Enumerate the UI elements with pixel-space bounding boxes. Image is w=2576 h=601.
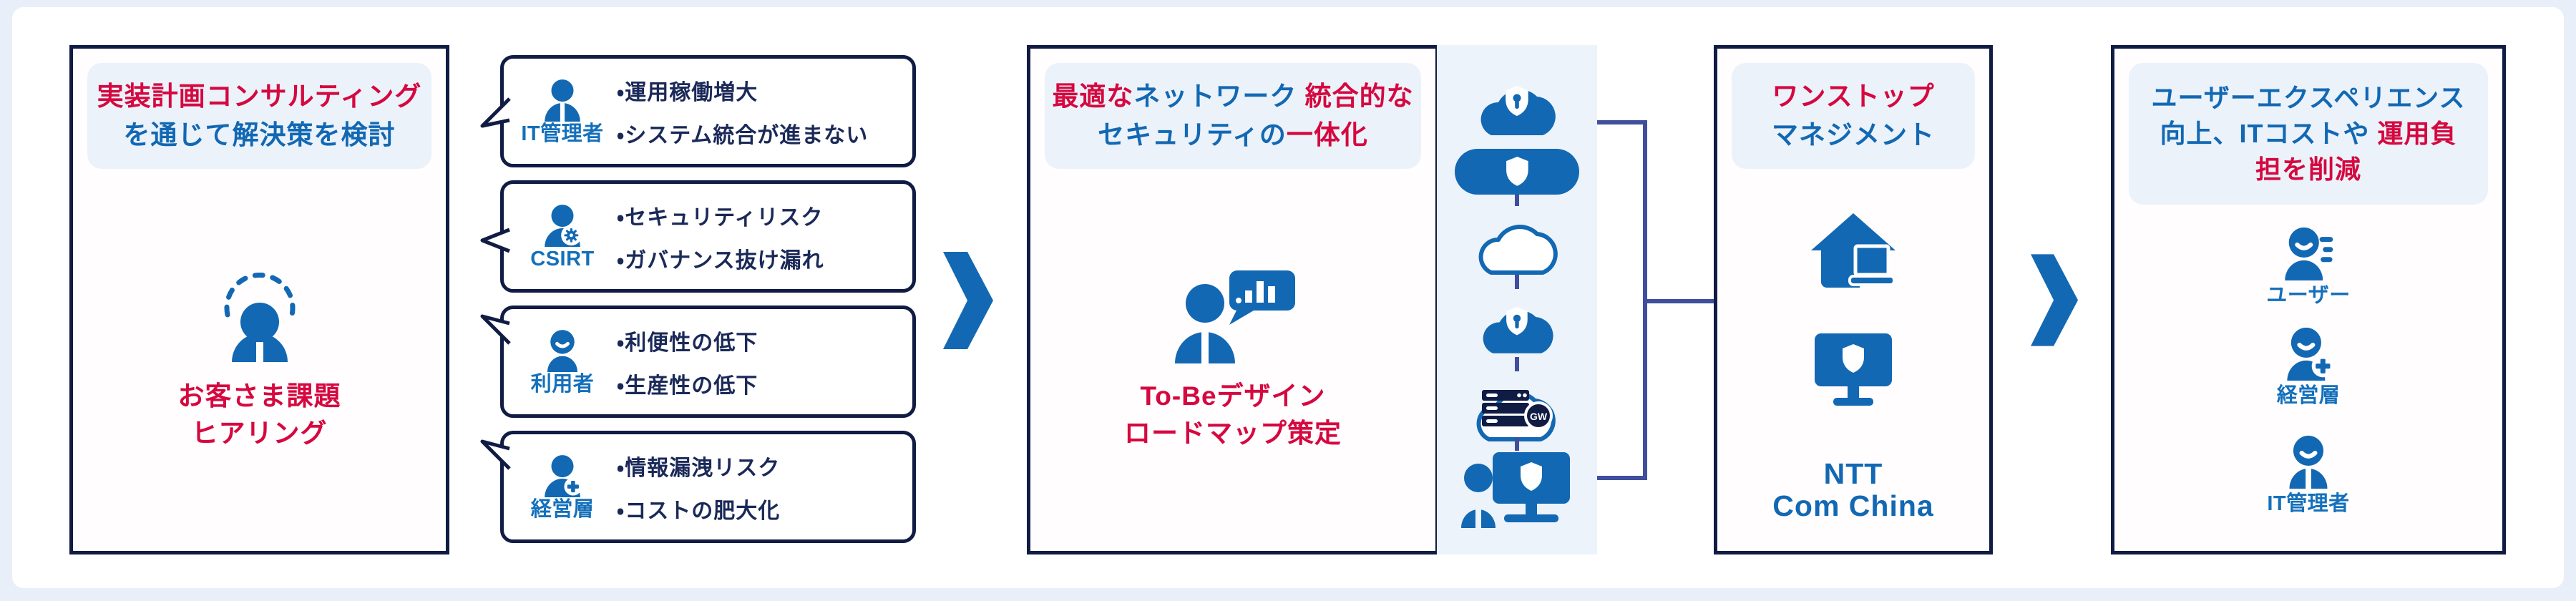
header-segment: 担を削減: [2255, 155, 2361, 184]
bubble-items: ・運用稼働増大 ・システム統合が進まない: [617, 74, 868, 149]
person-listening-icon: [224, 273, 295, 362]
person-list-icon: [2280, 225, 2333, 280]
header-line: マネジメント: [1772, 120, 1935, 150]
header-segment: 最適な: [1052, 82, 1134, 111]
bracket-connector-bottom: [1597, 476, 1647, 480]
bubble-items: ・情報漏洩リスク ・コストの肥大化: [617, 450, 780, 524]
bracket-connector-branch: [1643, 299, 1715, 303]
persona-user: ユーザー: [2114, 225, 2502, 307]
persona-label: IT管理者: [2267, 492, 2350, 515]
bubble-item: ・情報漏洩リスク: [617, 456, 781, 480]
person-gear-icon: [545, 205, 582, 247]
infrastructure-stack: GW: [1437, 45, 1597, 554]
bubble-item: ・ガバナンス抜け漏れ: [617, 248, 824, 273]
header-segment: 運用負: [2377, 119, 2457, 148]
bubble-items: ・セキュリティリスク ・ガバナンス抜け漏れ: [617, 200, 824, 274]
person-tie-icon: [2280, 433, 2336, 489]
panel-consulting: 実装計画コンサルティング を通じて解決策を検討 お客さま課題 ヒアリング: [69, 45, 449, 554]
stack-connector: [1515, 195, 1519, 206]
bubble-tail: [480, 228, 510, 253]
header-line: 実装計画コンサルティング: [97, 82, 422, 111]
panel-outcome: ユーザーエクスペリエンス 向上、ITコストや 運用負 担を削減 ユーザー 経営層: [2111, 45, 2506, 554]
person-plus-icon: [2280, 325, 2334, 381]
chevron-right-icon: [943, 252, 993, 349]
persona-management: 経営層: [2114, 325, 2502, 407]
bubble-items: ・利便性の低下 ・生産性の低下: [617, 325, 758, 399]
bubble-item: ・セキュリティリスク: [617, 205, 824, 230]
bubble-label: 経営層: [530, 498, 595, 521]
stack-connector: [1515, 357, 1519, 371]
header-line: を通じて解決策を検討: [123, 120, 396, 150]
header-segment: 統合的な: [1297, 82, 1414, 111]
header-line: ワンストップ: [1772, 82, 1935, 111]
bubble-item: ・コストの肥大化: [617, 499, 781, 523]
panel-outcome-header: ユーザーエクスペリエンス 向上、ITコストや 運用負 担を削減: [2129, 63, 2488, 205]
pill-shield-icon: [1455, 149, 1579, 195]
header-segment: 向上、ITコストや: [2160, 119, 2378, 148]
persona-label: ユーザー: [2266, 284, 2351, 307]
bubble-user: 利用者 ・利便性の低下 ・生産性の低下: [480, 306, 916, 418]
person-presenting-chart-icon: [1175, 270, 1295, 363]
monitor-shield-icon: [1815, 333, 1892, 406]
person-smile-icon: [540, 328, 585, 372]
panel-onestop: ワンストップ マネジメント NTT Com China: [1714, 45, 1993, 554]
panel-tobe: 最適なネットワーク 統合的な セキュリティの一体化 To-Beデザイン ロードマ…: [1027, 45, 1439, 554]
person-tie-icon: [545, 79, 580, 122]
header-segment: 一体化: [1286, 120, 1368, 150]
panel-tobe-header: 最適なネットワーク 統合的な セキュリティの一体化: [1045, 63, 1421, 169]
header-segment: ネットワーク: [1133, 82, 1297, 111]
house-laptop-icon: [1811, 213, 1896, 288]
header-segment: ユーザーエクスペリエンス: [2151, 83, 2466, 112]
bubble-item: ・生産性の低下: [617, 373, 758, 398]
panel-consulting-caption: お客さま課題 ヒアリング: [177, 381, 341, 448]
bubble-label: 利用者: [530, 373, 595, 396]
person-plus-icon: [545, 455, 582, 497]
bubble-item: ・システム統合が進まない: [617, 123, 869, 147]
cloud-gateway-icon: GW: [1463, 390, 1571, 445]
bubble-item: ・利便性の低下: [617, 331, 758, 355]
chevron-right-icon: [2031, 254, 2078, 346]
brand-logo: NTT Com China: [1772, 457, 1934, 522]
bubble-label: CSIRT: [530, 248, 595, 270]
bubble-label: IT管理者: [521, 122, 604, 145]
bracket-connector-top: [1597, 120, 1647, 124]
cloud-outline-icon: [1470, 204, 1564, 277]
bubble-item: ・運用稼働増大: [617, 80, 758, 104]
stack-connector: [1515, 437, 1519, 451]
bubble-tail: [480, 439, 511, 470]
panel-tobe-caption: To-Beデザイン ロードマップ策定: [1124, 381, 1342, 448]
bubble-tail: [480, 314, 511, 345]
cloud-shield-lock-icon: [1483, 307, 1553, 353]
header-segment: セキュリティの: [1098, 120, 1287, 150]
stack-connector: [1515, 275, 1519, 289]
person-monitor-shield-icon: [1461, 452, 1570, 528]
gateway-badge: GW: [1530, 411, 1548, 422]
bubble-tail: [480, 97, 511, 128]
bubble-management: 経営層 ・情報漏洩リスク ・コストの肥大化: [480, 431, 916, 543]
panel-consulting-header: 実装計画コンサルティング を通じて解決策を検討: [87, 63, 431, 169]
bubble-csirt: CSIRT ・セキュリティリスク ・ガバナンス抜け漏れ: [480, 180, 916, 293]
panel-onestop-header: ワンストップ マネジメント: [1732, 63, 1975, 169]
persona-label: 経営層: [2276, 384, 2341, 407]
persona-it-admin: IT管理者: [2114, 433, 2502, 515]
cloud-shield-lock-icon: [1480, 86, 1556, 135]
bubble-it-admin: IT管理者 ・運用稼働増大 ・システム統合が進まない: [480, 55, 916, 167]
